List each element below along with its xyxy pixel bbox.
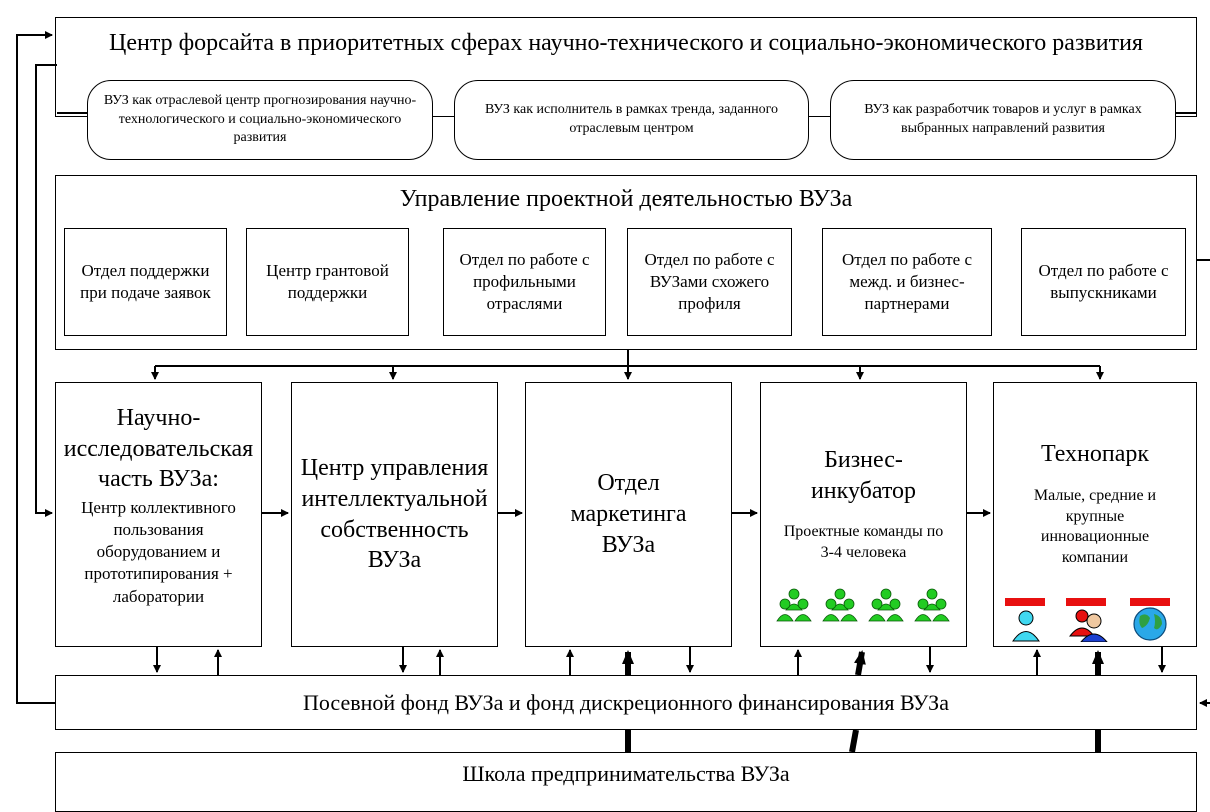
dept-applications: Отдел поддержки при подаче заявок xyxy=(64,228,227,336)
unit-incubator: Бизнес-инкубатор Проектные команды по 3-… xyxy=(760,382,967,647)
unit-research: Научно-исследовательская часть ВУЗа: Цен… xyxy=(55,382,262,647)
dept-alumni: Отдел по работе с выпускниками xyxy=(1021,228,1186,336)
foresight-title: Центр форсайта в приоритетных сферах нау… xyxy=(109,30,1143,56)
dept-partners: Отдел по работе с межд. и бизнес-партнер… xyxy=(822,228,992,336)
unit-ip-center: Центр управления интеллектуальной собств… xyxy=(291,382,498,647)
company-icon xyxy=(1066,598,1114,647)
project-management: Управление проектной деятельностью ВУЗа xyxy=(55,175,1197,350)
unit-marketing: Отдел маркетинга ВУЗа xyxy=(525,382,732,647)
globe-icon xyxy=(1128,598,1172,647)
dept-universities: Отдел по работе с ВУЗами схожего профиля xyxy=(627,228,792,336)
foresight-role-forecast: ВУЗ как отраслевой центр прогнозирования… xyxy=(87,80,433,160)
dept-grants: Центр грантовой поддержки xyxy=(246,228,409,336)
seed-fund: Посевной фонд ВУЗа и фонд дискреционного… xyxy=(55,675,1197,730)
foresight-role-developer: ВУЗ как разработчик товаров и услуг в ра… xyxy=(830,80,1176,160)
team-icon xyxy=(776,588,952,629)
dept-industries: Отдел по работе с профильными отраслями xyxy=(443,228,606,336)
person-icon xyxy=(1005,598,1049,647)
foresight-role-executor: ВУЗ как исполнитель в рамках тренда, зад… xyxy=(454,80,809,160)
management-title: Управление проектной деятельностью ВУЗа xyxy=(399,186,853,212)
